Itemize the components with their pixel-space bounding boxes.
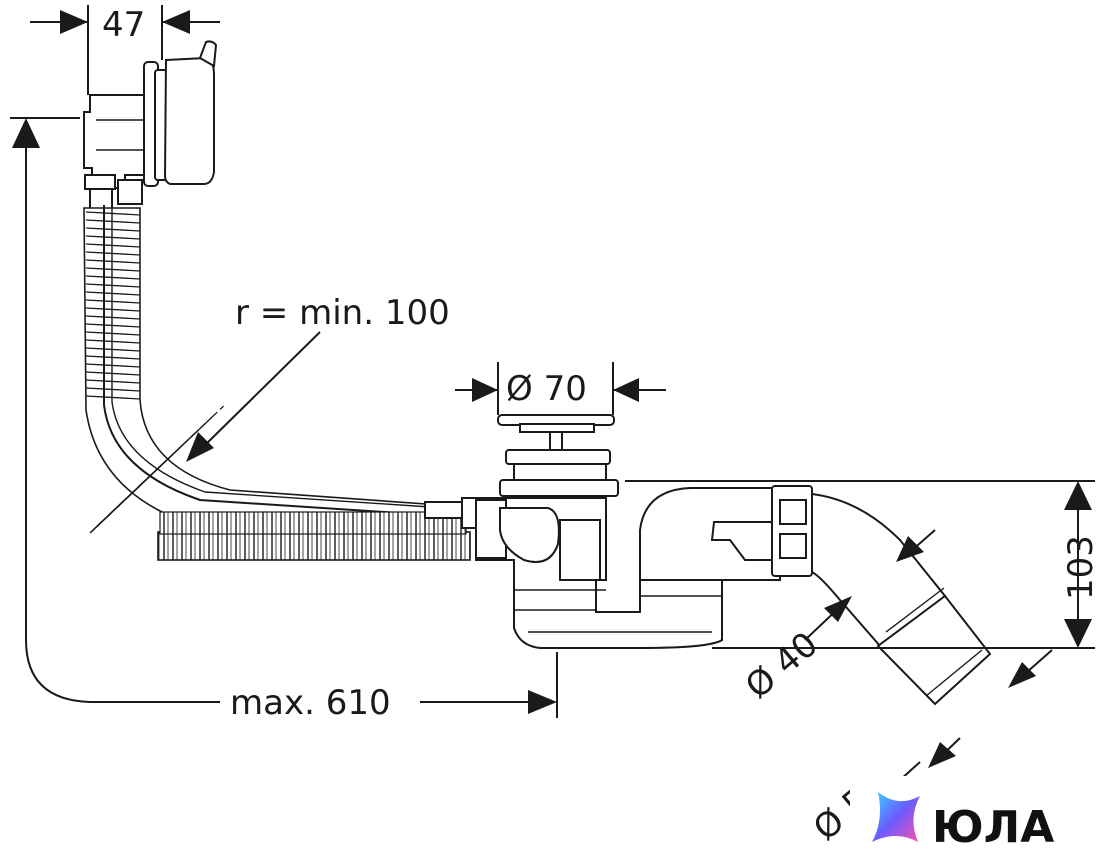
arrow-40-b — [824, 596, 852, 622]
overflow-head — [83, 40, 218, 212]
hose-rib — [85, 299, 141, 304]
arrow-70-right — [613, 378, 639, 402]
hose-rib — [209, 411, 218, 420]
hose-rib — [85, 339, 141, 344]
corrugated-hose — [83, 205, 483, 561]
dim-bend-radius: r = min. 100 — [235, 293, 450, 333]
dim-drain-diameter: Ø 70 — [506, 369, 587, 409]
trap-body — [475, 497, 723, 649]
hose-rib — [85, 387, 141, 392]
hose-rib — [85, 395, 141, 400]
arrow-40-a — [896, 536, 924, 562]
hose-rib — [85, 259, 141, 264]
outlet-pipe — [639, 485, 992, 706]
hose-rib — [85, 323, 141, 328]
hose-rib — [85, 291, 141, 296]
hose-rib — [85, 243, 141, 248]
hose-rib — [85, 379, 141, 384]
hose-rib — [85, 283, 141, 288]
hose-rib — [85, 211, 141, 216]
yula-wordmark: ЮЛА — [932, 802, 1054, 850]
dimension-arrows — [12, 10, 1092, 768]
hose-rib — [85, 219, 141, 224]
arrow-47-left — [60, 10, 88, 34]
hose-rib — [85, 355, 141, 360]
arrow-103-down — [1064, 619, 1092, 648]
arrow-height-up — [12, 118, 40, 148]
dim-max-length: max. 610 — [230, 683, 391, 723]
hose-rib — [85, 275, 141, 280]
drain-plug — [497, 414, 619, 497]
hose-rib — [85, 371, 141, 376]
dim-outlet-diameter: Ø 40 — [738, 624, 826, 707]
arrow-40-c — [1008, 662, 1036, 688]
arrow-70-left — [472, 378, 498, 402]
hose-rib — [85, 251, 141, 256]
arrow-610-right — [528, 690, 557, 714]
hose-rib — [219, 405, 225, 410]
hose-rib — [85, 331, 141, 336]
arrow-r — [186, 432, 214, 462]
yula-logo-icon — [872, 792, 920, 842]
arrow-47-right — [162, 10, 190, 34]
arrow-103-up — [1064, 481, 1092, 510]
hose-rib — [85, 267, 141, 272]
hose-rib — [85, 363, 141, 368]
hose-rib — [89, 485, 141, 534]
yula-watermark: ЮЛА — [850, 776, 1100, 850]
hose-rib — [85, 307, 141, 312]
dim-overflow-width: 47 — [102, 5, 145, 45]
hose-rib — [85, 315, 141, 320]
dim-trap-height: 103 — [1061, 535, 1100, 600]
hose-rib — [85, 347, 141, 352]
arrow-50-a — [928, 742, 956, 768]
hose-rib — [85, 227, 141, 232]
hose-rib — [85, 235, 141, 240]
